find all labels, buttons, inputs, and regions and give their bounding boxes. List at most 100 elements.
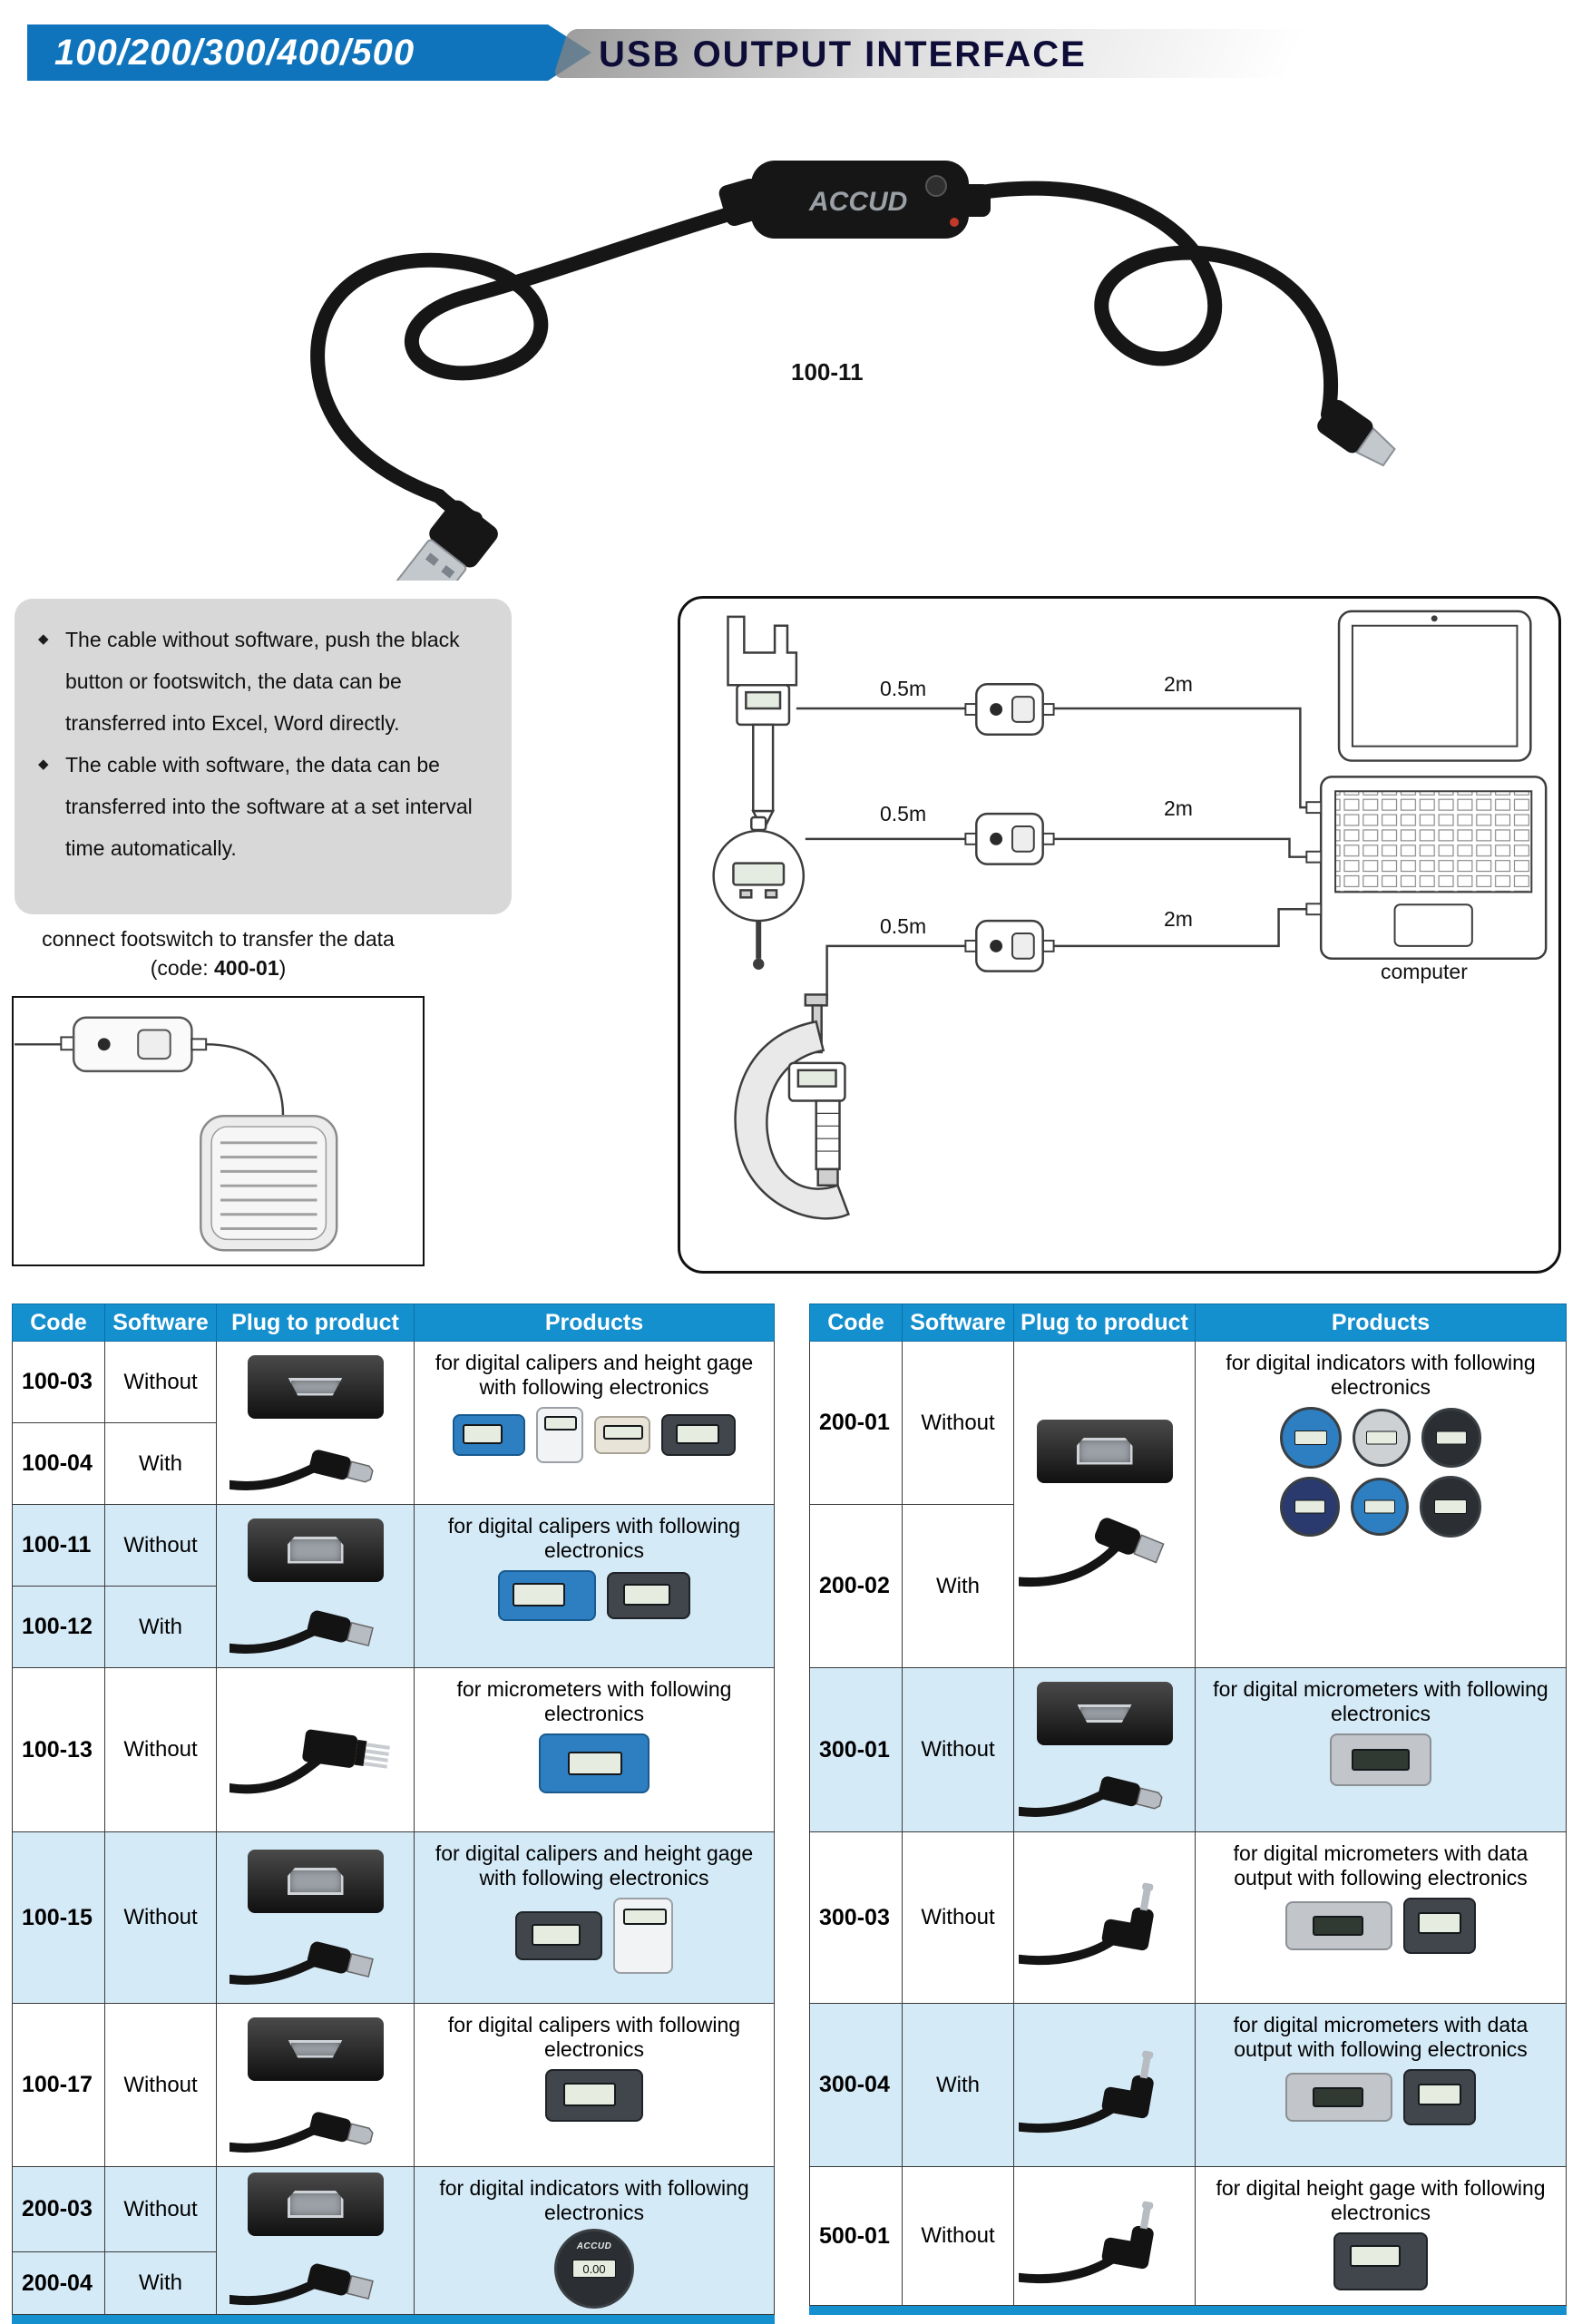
mini-usb-port-photo — [247, 1850, 384, 1913]
product-thumbnails — [1196, 1407, 1566, 1470]
connection-diagram-box — [678, 596, 1561, 1274]
products-description: for digital indicators with following el… — [439, 2176, 749, 2225]
cable-length-label: 0.5m — [880, 802, 927, 825]
caliper-display-thumb — [607, 1572, 690, 1620]
code-cell: 100-03 — [12, 1341, 105, 1423]
product-thumbnails — [1196, 2069, 1566, 2126]
col-header-plug: Plug to product — [1013, 1304, 1196, 1342]
mini-usb-connector-photo — [229, 1610, 374, 1654]
code-cell: 300-01 — [809, 1667, 903, 1832]
products-cell: for digital micrometers with following e… — [1195, 1667, 1567, 1832]
interface-unit-drawing — [964, 812, 1055, 865]
col-header-plug: Plug to product — [216, 1304, 415, 1342]
spec-table-right: Code Software Plug to product Products 2… — [809, 1304, 1567, 2315]
caliper-drawing — [727, 615, 798, 834]
digital-indicator-thumb — [1351, 1478, 1409, 1537]
col-header-software: Software — [902, 1304, 1014, 1342]
row-300-01: 300-01 Without for digital micrometers w… — [809, 1667, 1567, 1832]
diamond-bullet-icon: ◆ — [38, 757, 49, 772]
row-200-02: 200-02 With — [809, 1504, 1567, 1668]
plug-cell — [1013, 1667, 1196, 1832]
digital-indicator-thumb — [1420, 1476, 1481, 1538]
row-100-17: 100-17 Without for digital calipers with… — [12, 2003, 775, 2167]
digital-indicator-thumb — [1280, 1407, 1342, 1470]
cable-length-label: 2m — [1164, 907, 1193, 931]
digital-indicator-thumb — [1280, 1477, 1340, 1538]
caliper-display-thumb — [545, 2069, 643, 2123]
col-header-code: Code — [809, 1304, 903, 1342]
products-description: for micrometers with following electroni… — [456, 1677, 732, 1726]
col-header-software: Software — [104, 1304, 217, 1342]
products-description: for digital calipers and height gage wit… — [435, 1351, 754, 1400]
diamond-bullet-icon: ◆ — [38, 631, 49, 647]
micro-usb-port-photo — [1036, 1682, 1173, 1745]
adapter-led — [950, 218, 959, 227]
row-500-01: 500-01 Without for digital height gage w… — [809, 2166, 1567, 2306]
product-thumbnails — [1196, 1898, 1566, 1955]
plug-cell — [1013, 2166, 1196, 2306]
plug-cell — [216, 2166, 415, 2315]
software-cell: With — [902, 2003, 1014, 2167]
footswitch-code-caption: (code: 400-01) — [12, 956, 425, 981]
software-cell: With — [104, 2251, 217, 2315]
products-description: for digital calipers and height gage wit… — [435, 1841, 754, 1890]
code-cell: 500-01 — [809, 2166, 903, 2306]
footswitch-pedal — [200, 1114, 338, 1252]
row-100-03: 100-03 Without for digital calipers and … — [12, 1341, 775, 1505]
jack-plug-connector-photo — [1018, 2050, 1154, 2133]
caliper-display-thumb — [515, 1911, 602, 1961]
products-cell: for digital micrometers with data output… — [1195, 1831, 1567, 2004]
col-header-code: Code — [12, 1304, 105, 1342]
row-200-01: 200-01 Without for digital indicators wi… — [809, 1341, 1567, 1668]
cable-length-label: 0.5m — [880, 677, 927, 700]
code-cell: 100-11 — [12, 1504, 105, 1587]
row-100-12: 100-12 With — [12, 1586, 775, 1668]
software-cell: With — [104, 1422, 217, 1505]
code-cell: 200-03 — [12, 2165, 105, 2253]
products-description: for digital micrometers with following e… — [1213, 1677, 1548, 1726]
table-end-bar — [12, 2314, 775, 2324]
plug-cell — [1013, 1831, 1196, 2004]
software-cell: Without — [104, 1341, 217, 1423]
caliper-display-thumb — [661, 1414, 736, 1457]
computer-drawing — [1305, 610, 1548, 961]
row-100-15: 100-15 Without for digital calipers and … — [12, 1831, 775, 2004]
usb-a-connector — [395, 500, 498, 581]
products-cell: for digital height gage with following e… — [1195, 2166, 1567, 2306]
products-cell: for micrometers with following electroni… — [414, 1667, 775, 1832]
plug-cell — [1013, 1341, 1196, 1668]
indicator-lcd: 0.00 — [572, 2260, 616, 2279]
info-bullet-text: The cable without software, push the bla… — [65, 628, 460, 735]
product-thumbnails: ACCUD 0.00 — [415, 2229, 774, 2309]
footswitch-drawing — [15, 1016, 338, 1252]
data-display-thumb — [1403, 2069, 1476, 2126]
plug-cell — [216, 2003, 415, 2167]
plug-cell — [216, 1341, 415, 1505]
products-description: for digital micrometers with data output… — [1233, 2013, 1529, 2062]
micrometer-display-thumb — [539, 1733, 649, 1794]
software-cell: Without — [104, 2003, 217, 2167]
footswitch-code-suffix: ) — [278, 956, 287, 980]
code-cell: 100-04 — [12, 1422, 105, 1505]
products-cell: for digital indicators with following el… — [414, 2166, 775, 2315]
product-code-caption: 100-11 — [791, 358, 864, 386]
micrometer-drawing — [734, 993, 850, 1220]
dial-indicator-drawing — [712, 815, 806, 970]
software-cell: With — [902, 1504, 1014, 1668]
computer-label: computer — [1381, 960, 1468, 983]
caliper-display-thumb — [498, 1570, 596, 1622]
row-100-13: 100-13 Without — [12, 1667, 775, 1832]
product-thumbnails — [1196, 1476, 1566, 1538]
footswitch-code: 400-01 — [214, 956, 279, 980]
products-description: for digital height gage with following e… — [1216, 2176, 1546, 2225]
interface-unit-drawing — [964, 682, 1055, 737]
software-cell: Without — [902, 1341, 1014, 1505]
product-thumbnails — [415, 2069, 774, 2123]
software-cell: Without — [104, 1504, 217, 1587]
cable-length-label: 0.5m — [880, 914, 927, 938]
product-thumbnails — [1196, 2232, 1566, 2291]
code-cell: 300-03 — [809, 1831, 903, 2004]
col-header-products: Products — [414, 1304, 775, 1342]
caliper-display-thumb — [453, 1414, 525, 1457]
row-200-04: 200-04 With — [12, 2251, 775, 2315]
